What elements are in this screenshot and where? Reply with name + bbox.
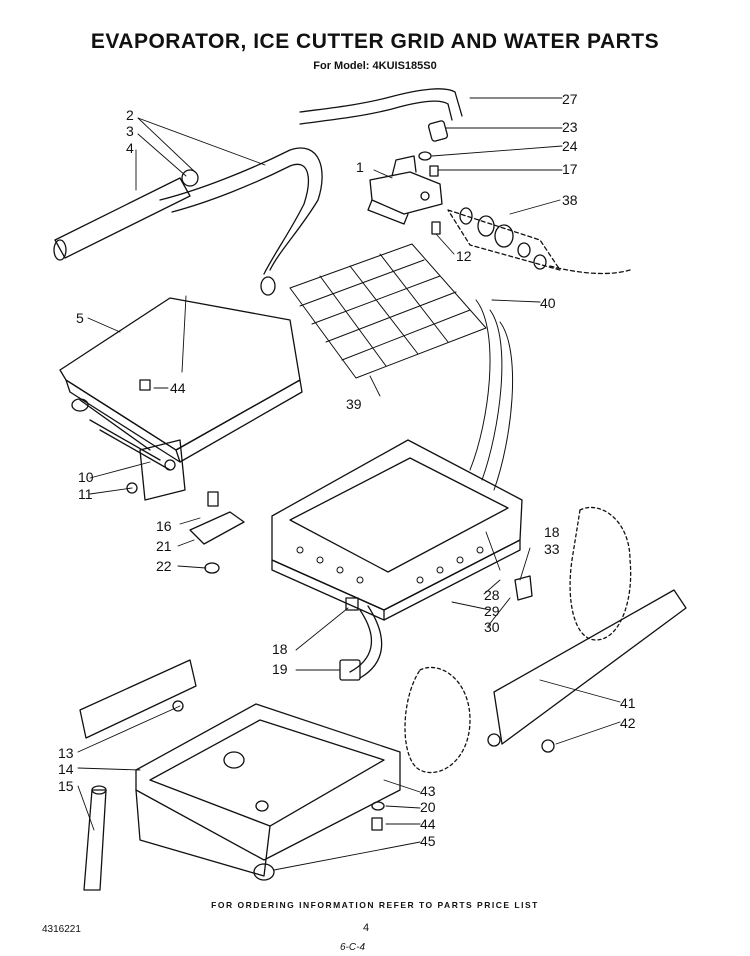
fill-tube-27 [299, 88, 463, 125]
page-title: EVAPORATOR, ICE CUTTER GRID AND WATER PA… [90, 30, 660, 53]
water-valve-1 [367, 155, 443, 235]
callout-22: 23 [562, 119, 578, 135]
callout-14: 14 [58, 761, 74, 777]
callout-4: 4 [126, 140, 134, 156]
evaporator-5 [59, 297, 303, 471]
heater-terminal-10 [126, 379, 186, 501]
callout-29: 29 [484, 603, 500, 619]
drain-hose-2 [159, 147, 323, 296]
document-number: 4316221 [42, 924, 81, 935]
drain-tube-15 [83, 785, 107, 891]
callout-18-right: 18 [544, 524, 560, 540]
callout-2: 2 [126, 107, 134, 123]
ice-outlines [404, 506, 632, 774]
callout-11: 11 [78, 486, 93, 502]
callout-10: 10 [78, 469, 94, 485]
page-number: 4 [363, 922, 370, 934]
clip-33 [514, 575, 533, 601]
callout-24: 20 [420, 799, 436, 815]
callout-45: 45 [420, 833, 436, 849]
valve-fittings-38 [447, 207, 631, 275]
power-cord-19 [339, 597, 383, 681]
callout-42: 42 [620, 715, 636, 731]
callout-15: 15 [58, 778, 74, 794]
callout-44-top: 44 [170, 380, 186, 396]
bracket-13 [79, 659, 197, 739]
callout-20: 21 [156, 538, 172, 554]
callout-3: 3 [126, 123, 134, 139]
ordering-note: FOR ORDERING INFORMATION REFER TO PARTS … [211, 900, 539, 910]
callout-44-bottom: 44 [420, 816, 436, 832]
cutter-grid-40 [289, 243, 514, 491]
bracket-20 [189, 491, 245, 574]
callout-18-left: 18 [272, 641, 288, 657]
callout-28: 28 [484, 587, 500, 603]
callout-17: 17 [562, 161, 578, 177]
callout-33: 33 [544, 541, 560, 557]
callout-43: 43 [420, 783, 436, 799]
callout-16: 16 [156, 518, 172, 534]
callout-19: 19 [272, 661, 288, 677]
drain-pan [135, 703, 401, 881]
cutter-grid-frame [271, 439, 523, 621]
callout-27: 27 [562, 91, 578, 107]
front-panel-41 [487, 589, 687, 753]
callout-39: 39 [346, 396, 362, 412]
leader-lines [77, 97, 621, 871]
model-number: For Model: 4KUIS185S0 [313, 60, 437, 72]
handwritten-note: 6-C-4 [340, 942, 366, 953]
callout-30: 30 [484, 619, 500, 635]
callout-1: 1 [356, 159, 364, 175]
tubing-4 [53, 169, 199, 261]
callout-38: 38 [562, 192, 578, 208]
callout-23: 24 [562, 138, 578, 154]
callout-12: 12 [456, 248, 472, 264]
callout-21: 22 [156, 558, 172, 574]
callout-41: 41 [620, 695, 636, 711]
callout-5: 5 [76, 310, 84, 326]
callout-40: 40 [540, 295, 556, 311]
callout-13: 13 [58, 745, 74, 761]
water-valve-fittings [418, 120, 449, 177]
